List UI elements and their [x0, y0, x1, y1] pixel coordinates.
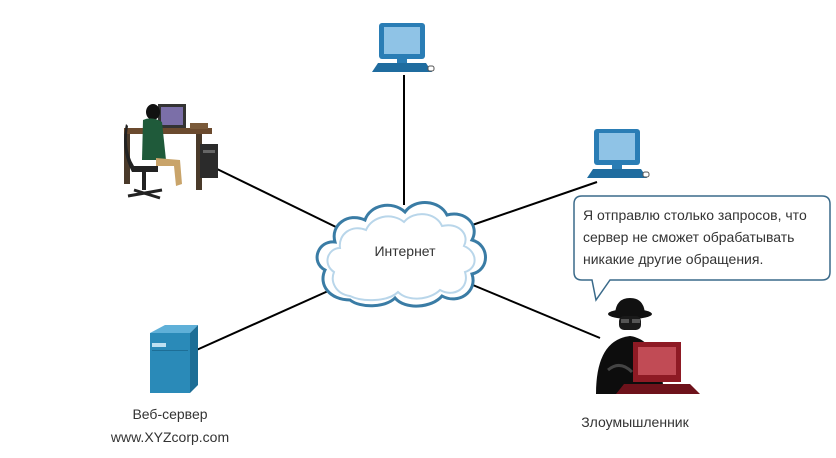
web-server-host: www.XYZcorp.com: [110, 429, 230, 445]
link-web-server: [191, 282, 347, 353]
links: [191, 75, 601, 353]
speech-line-3: никакие другие обращения.: [583, 251, 764, 267]
user-workstation-icon: [124, 104, 218, 200]
pc-top-icon: [372, 23, 435, 72]
speech-line-1: Я отправлю столько запросов, что: [583, 207, 807, 223]
speech-bubble: [573, 195, 831, 302]
pc-right-icon: [587, 129, 650, 178]
internet-label: Интернет: [374, 243, 436, 259]
link-user-pc: [214, 167, 339, 229]
internet-cloud-icon: [315, 201, 487, 308]
attacker-label: Злоумышленник: [581, 414, 689, 430]
link-attacker: [467, 282, 601, 339]
web-server-label: Веб-сервер: [132, 406, 208, 422]
speech-bubble-text: Я отправлю столько запросов, что сервер …: [583, 204, 823, 270]
attacker-icon: [596, 298, 700, 394]
link-right-pc: [451, 181, 598, 233]
speech-line-2: сервер не сможет обрабатывать: [583, 229, 795, 245]
web-server-icon: [150, 325, 198, 393]
